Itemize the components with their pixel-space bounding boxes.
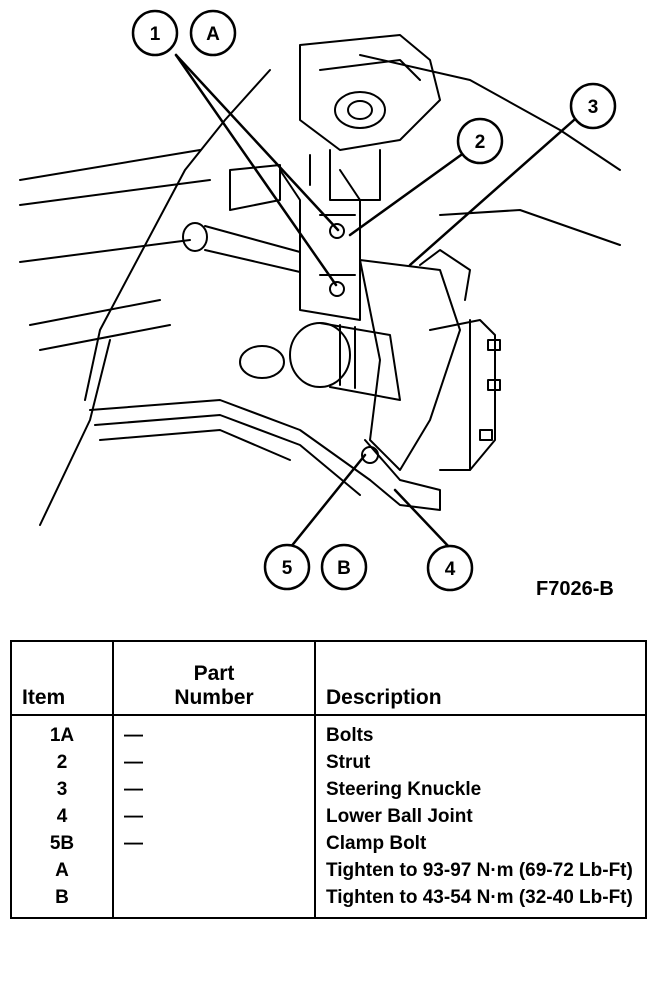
svg-text:4: 4 [445, 559, 456, 580]
table-row: 3 — Steering Knuckle [11, 776, 646, 803]
table-header-row: Item Part Number Description [10, 640, 647, 716]
cell-item: 1A [11, 715, 114, 749]
cell-description: Bolts [326, 725, 374, 746]
header-part-line2: Number [174, 686, 254, 709]
table-row: 4 — Lower Ball Joint [11, 803, 646, 830]
callout-5: 5 [263, 543, 311, 591]
cell-part [113, 857, 316, 884]
lower-ball-joint [361, 439, 441, 511]
cell-part [113, 884, 316, 918]
cell-description: Steering Knuckle [326, 779, 482, 800]
strut-mount [299, 34, 441, 201]
svg-text:5: 5 [282, 558, 293, 579]
body-panel-lines [19, 54, 621, 526]
callout-1: 1 [131, 9, 179, 57]
cell-part: — [113, 830, 316, 857]
svg-text:B: B [337, 558, 351, 579]
cell-item: B [11, 884, 114, 918]
svg-text:A: A [206, 24, 220, 45]
cell-part: — [113, 803, 316, 830]
svg-text:1: 1 [150, 24, 161, 45]
callout-A: A [189, 9, 237, 57]
svg-text:2: 2 [475, 132, 486, 153]
callout-2: 2 [456, 117, 504, 165]
cell-part: — [113, 715, 316, 749]
table-row: 5B — Clamp Bolt [11, 830, 646, 857]
cell-part: — [113, 749, 316, 776]
callout-B: B [320, 543, 368, 591]
wheel-hub [429, 319, 501, 471]
table-row: B Tighten to 43-54 N·m (32-40 Lb-Ft) [11, 884, 646, 918]
header-item: Item [10, 640, 114, 716]
cell-description: Tighten to 43-54 N·m (32-40 Lb-Ft) [326, 887, 633, 908]
table-row: A Tighten to 93-97 N·m (69-72 Lb-Ft) [11, 857, 646, 884]
cell-description: Tighten to 93-97 N·m (69-72 Lb-Ft) [326, 860, 633, 881]
leader-lines [174, 53, 576, 550]
strut-body [229, 164, 361, 321]
parts-table: Item Part Number Description 1A — Bolts … [10, 640, 647, 919]
cell-item: 3 [11, 776, 114, 803]
axle-boot [239, 322, 401, 401]
cell-description: Strut [326, 752, 371, 773]
steering-knuckle [359, 249, 471, 471]
suspension-diagram: 1 A 2 3 5 B 4 [19, 9, 621, 592]
figure-id: F7026-B [536, 578, 614, 600]
cell-description: Lower Ball Joint [326, 806, 473, 827]
cell-part: — [113, 776, 316, 803]
cell-item: 4 [11, 803, 114, 830]
cell-item: 2 [11, 749, 114, 776]
cell-item: A [11, 857, 114, 884]
header-part-number: Part Number [112, 640, 316, 716]
table-row: 1A — Bolts [11, 715, 646, 749]
header-description: Description [314, 640, 647, 716]
header-part-line1: Part [193, 662, 235, 685]
callout-3: 3 [569, 82, 617, 130]
table-row: 2 — Strut [11, 749, 646, 776]
cell-description: Clamp Bolt [326, 833, 427, 854]
callout-4: 4 [426, 544, 474, 592]
svg-text:3: 3 [588, 97, 599, 118]
cell-item: 5B [11, 830, 114, 857]
tie-rod [182, 222, 301, 273]
